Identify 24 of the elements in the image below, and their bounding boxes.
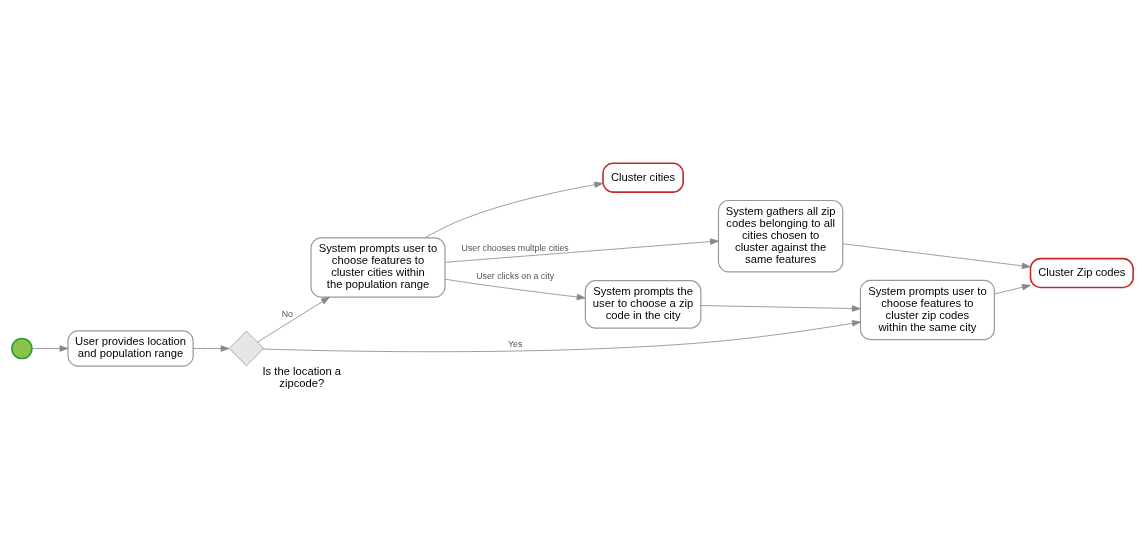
- node-box: System gathers all zip codes belonging to all cities chosen to cluster against the same features: [717, 199, 844, 272]
- edge-label: User chooses multple cities: [461, 242, 569, 253]
- node-box: User provides location and population range: [67, 329, 194, 367]
- arrow: [262, 319, 861, 352]
- node-label: Is the location a zipcode?: [262, 364, 342, 389]
- arrow: [444, 278, 586, 300]
- node-box: System prompts user to choose features to cluster zip codes within the same city: [859, 279, 995, 340]
- arrow: [31, 344, 69, 352]
- node-box: System prompts the user to choose a zip code in the city: [584, 279, 702, 329]
- arrow: [842, 242, 1031, 269]
- arrow: [700, 304, 861, 312]
- edge-label: User clicks on a city: [476, 270, 555, 281]
- node-circle: [11, 337, 33, 359]
- node-diamond: [228, 330, 265, 366]
- arrow: [444, 237, 719, 263]
- node-box: Cluster Zip codes: [1029, 257, 1134, 288]
- edge-label: Yes: [507, 338, 523, 349]
- edge-label: No: [281, 308, 293, 319]
- arrow: [257, 296, 330, 342]
- arrow: [994, 283, 1031, 294]
- node-box: Cluster cities: [602, 161, 684, 193]
- node-box: System prompts user to choose features to cluster cities within the population range: [310, 236, 446, 298]
- arrow: [192, 344, 230, 352]
- arrow: [424, 181, 604, 238]
